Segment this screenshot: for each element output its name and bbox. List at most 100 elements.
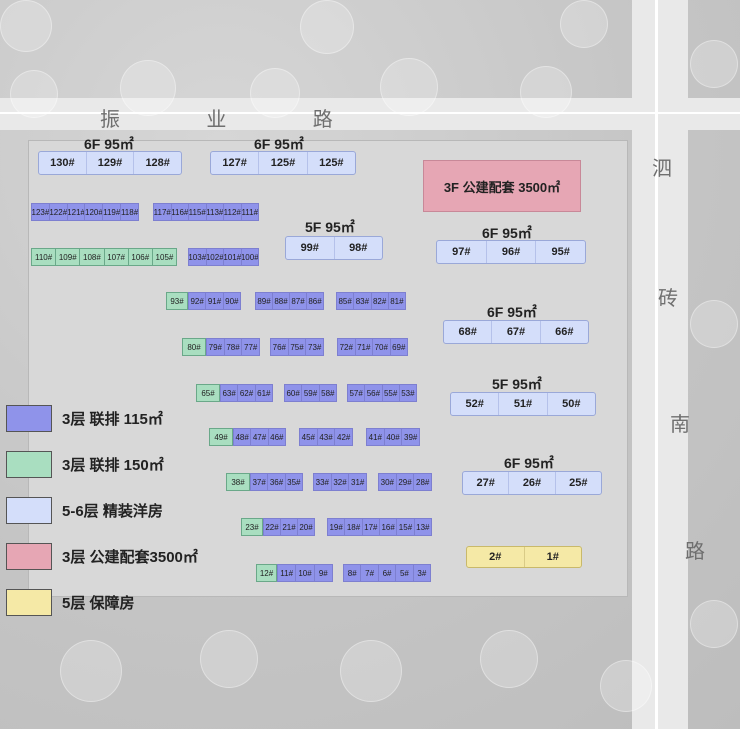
townhouse-unit: 46# — [270, 432, 284, 442]
north-road-line — [0, 112, 740, 114]
townhouse-unit: 12# — [259, 568, 274, 578]
townhouse-unit: 8# — [344, 565, 362, 581]
map-legend: 3层 联排 115㎡ 3层 联排 150㎡ 5-6层 精装洋房 3层 公建配套3… — [6, 404, 198, 634]
tree-icon — [300, 0, 354, 54]
townhouse-unit: 31# — [351, 477, 365, 487]
tree-icon — [200, 630, 258, 688]
townhouse-unit: 87# — [290, 293, 307, 309]
tree-icon — [10, 70, 58, 118]
townhouse-unit: 75# — [289, 339, 307, 355]
floor-label-a: 6F 95㎡ — [84, 136, 134, 152]
apartment-130: 130# — [39, 152, 87, 174]
townhouse-row-2a: 110# 109# 108# 107# 106# 105# — [31, 248, 177, 266]
townhouse-unit: 117# — [154, 204, 172, 220]
townhouse-unit: 15# — [397, 519, 415, 535]
legend-item-affordable-housing: 5层 保障房 — [6, 588, 198, 617]
townhouse-unit: 19# — [328, 519, 346, 535]
townhouse-unit: 82# — [372, 293, 389, 309]
townhouse-unit: 39# — [404, 432, 418, 442]
townhouse-row-7a: 38# — [226, 473, 250, 491]
legend-swatch — [6, 405, 52, 432]
townhouse-row-6b: 48# 47# 46# — [233, 428, 286, 446]
townhouse-unit: 90# — [225, 296, 239, 306]
townhouse-row-4a: 80# — [182, 338, 206, 356]
apartment-125b: 125# — [319, 157, 344, 169]
townhouse-unit: 30# — [379, 474, 397, 490]
east-road — [632, 0, 688, 729]
townhouse-unit: 113# — [207, 204, 224, 220]
townhouse-unit: 123# — [32, 204, 50, 220]
east-road-line — [655, 0, 658, 729]
apartment-97: 97# — [437, 241, 487, 263]
townhouse-row-3b: 92# 91# 90# — [188, 292, 241, 310]
townhouse-unit: 92# — [189, 293, 207, 309]
townhouse-unit: 105# — [155, 252, 174, 262]
townhouse-unit: 7# — [361, 565, 379, 581]
townhouse-unit: 63# — [221, 385, 239, 401]
townhouse-unit: 120# — [85, 204, 104, 220]
townhouse-unit: 45# — [300, 429, 318, 445]
apartment-95: 95# — [551, 246, 570, 258]
townhouse-row-1b: 117# 116# 115# 113# 112# 111# — [153, 203, 259, 221]
apartment-27: 27# — [463, 472, 510, 494]
townhouse-unit: 80# — [187, 342, 201, 352]
legend-swatch — [6, 451, 52, 478]
townhouse-unit: 41# — [367, 429, 385, 445]
building-1: 1# — [546, 551, 559, 563]
north-road — [0, 98, 740, 130]
townhouse-row-7b: 37# 36# 35# — [250, 473, 303, 491]
townhouse-row-5b: 63# 62# 61# — [220, 384, 273, 402]
townhouse-unit: 61# — [257, 388, 271, 398]
townhouse-unit: 10# — [296, 565, 315, 581]
apartment-52: 52# — [451, 393, 500, 415]
legend-item-townhouse-150: 3层 联排 150㎡ — [6, 450, 198, 479]
townhouse-row-9b: 11# 10# 9# — [277, 564, 333, 582]
legend-swatch — [6, 589, 52, 616]
townhouse-unit: 6# — [379, 565, 397, 581]
townhouse-unit: 72# — [338, 339, 356, 355]
tree-icon — [120, 60, 176, 116]
legend-label: 3层 联排 115㎡ — [62, 411, 163, 428]
townhouse-row-5a: 65# — [196, 384, 220, 402]
townhouse-unit: 88# — [273, 293, 290, 309]
legend-item-townhouse-115: 3层 联排 115㎡ — [6, 404, 198, 433]
townhouse-row-8a: 23# — [241, 518, 263, 536]
floor-label-f: 5F 95㎡ — [492, 376, 542, 392]
apartment-25: 25# — [569, 477, 588, 489]
townhouse-unit: 79# — [207, 339, 225, 355]
townhouse-unit: 9# — [318, 568, 328, 578]
townhouse-row-9a: 12# — [256, 564, 277, 582]
legend-label: 5-6层 精装洋房 — [62, 503, 163, 520]
tree-icon — [340, 640, 402, 702]
apartment-block-c: 99# 98# — [285, 236, 383, 260]
townhouse-unit: 58# — [321, 388, 335, 398]
townhouse-unit: 18# — [345, 519, 363, 535]
townhouse-row-9c: 8# 7# 6# 5# 3# — [343, 564, 431, 582]
townhouse-unit: 28# — [416, 477, 430, 487]
apartment-128: 128# — [145, 157, 170, 169]
townhouse-unit: 115# — [189, 204, 207, 220]
public-facilities-building: 3F 公建配套 3500㎡ — [423, 160, 581, 212]
legend-item-public-facilities: 3层 公建配套3500㎡ — [6, 542, 198, 571]
townhouse-row-8b: 22# 21# 20# — [263, 518, 315, 536]
townhouse-unit: 56# — [365, 385, 383, 401]
townhouse-unit: 17# — [363, 519, 380, 535]
apartment-block-g: 27# 26# 25# — [462, 471, 602, 495]
apartment-127: 127# — [211, 152, 260, 174]
townhouse-unit: 73# — [308, 342, 322, 352]
townhouse-unit: 70# — [373, 339, 391, 355]
tree-icon — [60, 640, 122, 702]
townhouse-row-1a: 123# 122# 121# 120# 119# 118# — [31, 203, 139, 221]
townhouse-unit: 22# — [264, 519, 281, 535]
townhouse-unit: 40# — [385, 429, 403, 445]
townhouse-row-6a: 49# — [209, 428, 233, 446]
legend-swatch — [6, 543, 52, 570]
townhouse-unit: 29# — [397, 474, 415, 490]
townhouse-unit: 43# — [318, 429, 336, 445]
townhouse-unit: 89# — [256, 293, 273, 309]
apartment-block-a: 130# 129# 128# — [38, 151, 182, 175]
legend-label: 3层 公建配套3500㎡ — [62, 549, 198, 566]
apartment-129: 129# — [87, 152, 135, 174]
townhouse-unit: 62# — [238, 385, 256, 401]
townhouse-unit: 65# — [201, 388, 215, 398]
